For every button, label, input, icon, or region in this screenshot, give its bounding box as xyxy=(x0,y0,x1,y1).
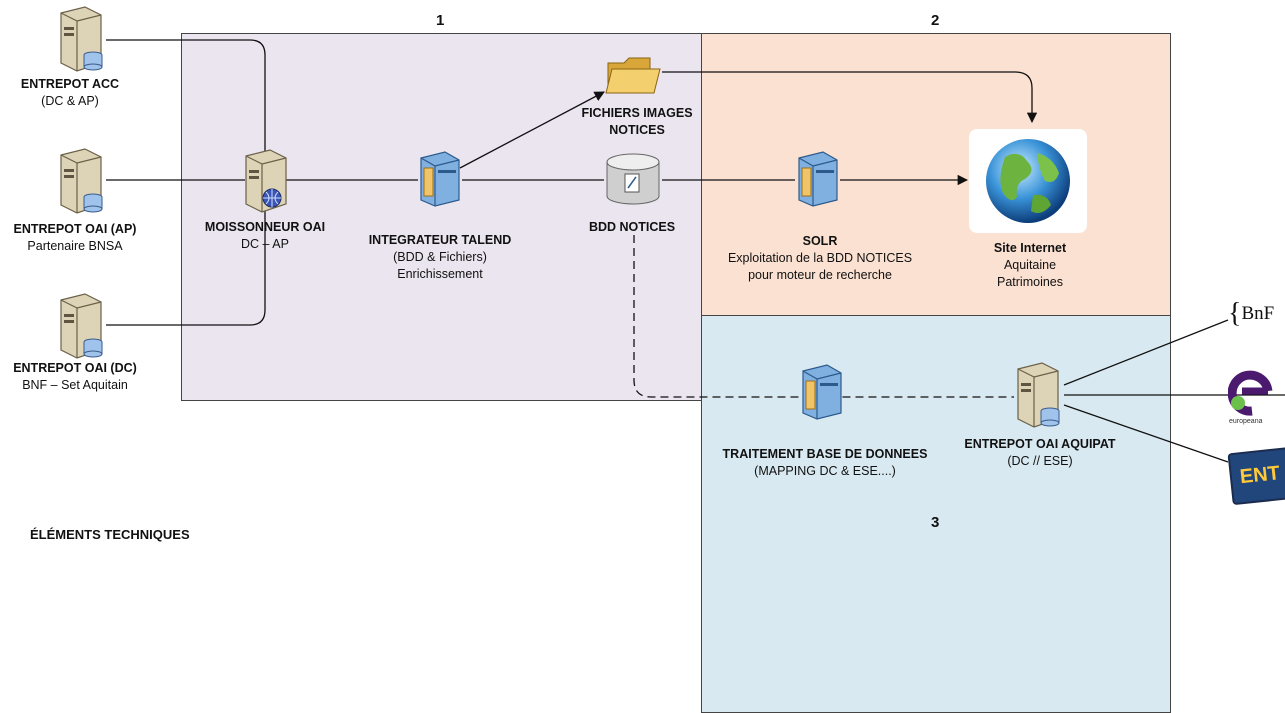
fichiers-label: FICHIERS IMAGES NOTICES xyxy=(572,105,702,139)
moissonneur-title: MOISSONNEUR OAI xyxy=(204,220,326,234)
site-label: Site Internet Aquitaine Patrimoines xyxy=(960,240,1100,291)
solr-label: SOLR Exploitation de la BDD NOTICES pour… xyxy=(705,233,935,284)
database-icon xyxy=(606,153,660,205)
fichiers-title-2: NOTICES xyxy=(609,123,665,137)
server-icon xyxy=(60,293,103,359)
harvester-server-icon xyxy=(245,149,287,213)
integrateur-desc-2: Enrichissement xyxy=(397,267,483,281)
brace-glyph: { xyxy=(1228,298,1242,329)
ent-logo: ENT xyxy=(1227,446,1285,506)
entrepot-oai-dc-label: ENTREPOT OAI (DC) BNF – Set Aquitain xyxy=(0,360,150,394)
zone-2 xyxy=(701,33,1171,317)
ent-logo-text: ENT xyxy=(1238,462,1281,489)
solr-desc-1: Exploitation de la BDD NOTICES xyxy=(727,251,913,265)
solr-desc-2: pour moteur de recherche xyxy=(748,268,892,282)
zone-1-number: 1 xyxy=(436,12,445,29)
moissonneur-label: MOISSONNEUR OAI DC – AP xyxy=(185,219,345,253)
server-icon xyxy=(60,148,103,214)
link-fichiers-site xyxy=(662,71,1038,124)
solr-title: SOLR xyxy=(802,234,838,248)
moissonneur-desc: DC – AP xyxy=(241,237,289,251)
zone-2-number: 2 xyxy=(931,12,940,29)
traitement-title: TRAITEMENT BASE DE DONNEES xyxy=(722,447,928,461)
entrepot-acc-desc: (DC & AP) xyxy=(41,94,99,108)
entrepot-acc-label: ENTREPOT ACC (DC & AP) xyxy=(5,76,135,110)
integrator-server-icon xyxy=(420,151,460,207)
solr-server-icon xyxy=(798,151,838,207)
bnf-logo: {BnF xyxy=(1228,298,1274,330)
connectors xyxy=(106,39,1285,463)
entrepot-oai-ap-title: ENTREPOT OAI (AP) xyxy=(13,222,137,236)
server-icon xyxy=(1017,362,1060,428)
entrepot-oai-dc-desc: BNF – Set Aquitain xyxy=(22,378,128,392)
link-aquipat-ent xyxy=(1063,404,1229,463)
link-acc-moissonneur xyxy=(106,39,266,170)
site-desc-1: Aquitaine xyxy=(1003,258,1057,272)
europeana-logo-icon xyxy=(1228,370,1273,416)
aquipat-title: ENTREPOT OAI AQUIPAT xyxy=(964,437,1116,451)
entrepot-oai-ap-desc: Partenaire BNSA xyxy=(27,239,123,253)
folder-icon xyxy=(605,57,661,94)
traitement-label: TRAITEMENT BASE DE DONNEES (MAPPING DC &… xyxy=(700,446,950,480)
bnf-logo-text: BnF xyxy=(1241,303,1275,324)
link-bdd-traitement-dashed xyxy=(633,235,1014,398)
entrepot-acc-title: ENTREPOT ACC xyxy=(20,77,120,91)
integrateur-label: INTEGRATEUR TALEND (BDD & Fichiers) Enri… xyxy=(345,232,535,283)
site-desc-2: Patrimoines xyxy=(997,275,1063,289)
aquipat-label: ENTREPOT OAI AQUIPAT (DC // ESE) xyxy=(945,436,1135,470)
site-title: Site Internet xyxy=(993,241,1067,255)
bdd-label: BDD NOTICES xyxy=(572,219,692,236)
processing-server-icon xyxy=(802,364,842,420)
bdd-title: BDD NOTICES xyxy=(588,220,676,234)
entrepot-oai-dc-title: ENTREPOT OAI (DC) xyxy=(13,361,137,375)
globe-icon xyxy=(969,129,1087,233)
server-icon xyxy=(60,6,103,72)
aquipat-desc: (DC // ESE) xyxy=(1007,454,1073,468)
europeana-logo-text: europeana xyxy=(1229,418,1263,425)
zone-1 xyxy=(181,33,703,401)
entrepot-oai-ap-label: ENTREPOT OAI (AP) Partenaire BNSA xyxy=(0,221,150,255)
fichiers-title-1: FICHIERS IMAGES xyxy=(581,106,693,120)
zone-3-number: 3 xyxy=(931,514,940,531)
integrateur-desc-1: (BDD & Fichiers) xyxy=(393,250,487,264)
traitement-desc: (MAPPING DC & ESE....) xyxy=(754,464,896,478)
integrateur-title: INTEGRATEUR TALEND xyxy=(368,233,512,247)
link-integrateur-fichiers xyxy=(459,91,605,169)
link-oaidc-moissonneur xyxy=(106,200,266,326)
link-aquipat-bnf xyxy=(1063,319,1229,386)
